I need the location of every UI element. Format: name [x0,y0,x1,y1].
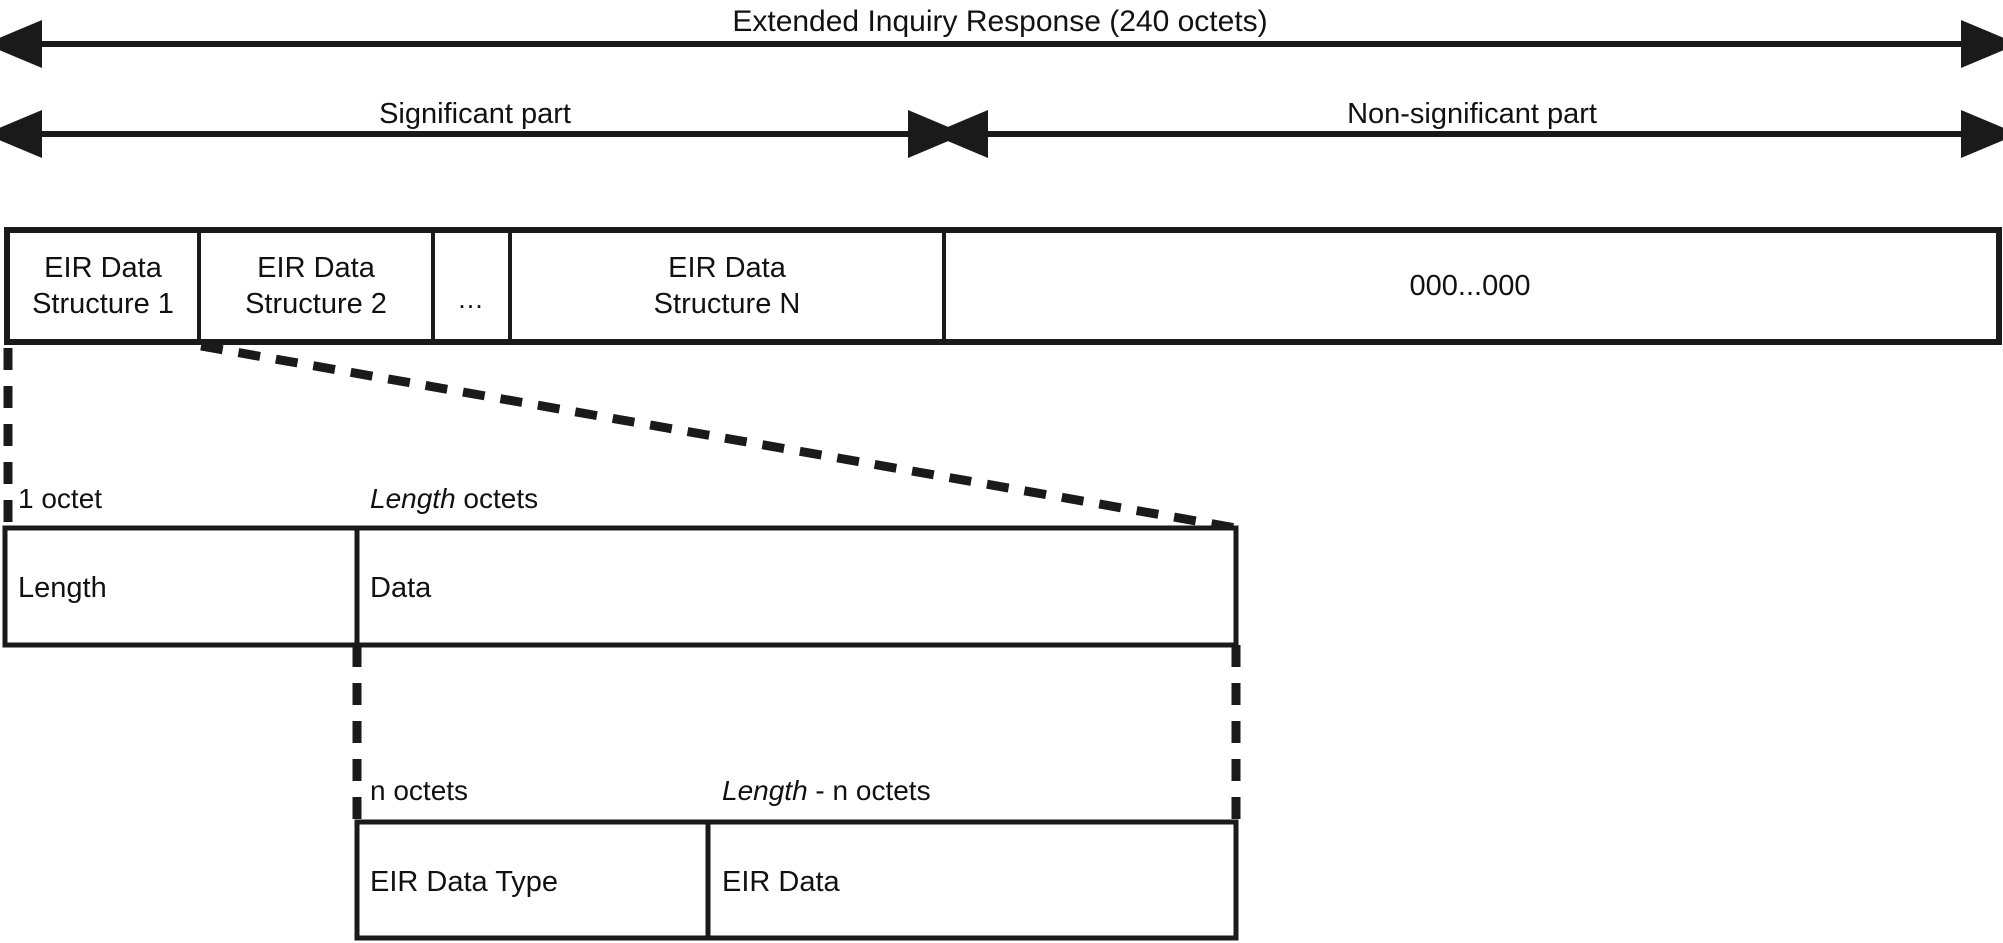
field-length: Length [18,572,107,604]
eir-row-box [4,227,2002,345]
span-label-non-significant-part: Non-significant part [1347,98,1597,130]
field-eir-data: EIR Data [722,866,840,898]
callout-dashed-lines-level2 [352,645,1241,822]
span-label-significant-part: Significant part [379,98,571,130]
measure-1-octet-text: 1 octet [18,483,103,514]
measure-length-octets-plain: octets [455,483,539,514]
eir-data-detail-box [354,819,1239,941]
measure-length-minus-n-octets: Length - n octets [722,775,931,807]
measure-n-octets-text: n octets [370,775,469,806]
eir-cell-n-line1: EIR Data [668,252,786,284]
measure-length-octets: Length octets [370,483,538,515]
measure-length-octets-italic: Length [370,483,456,514]
field-data: Data [370,572,432,604]
field-eir-data-type: EIR Data Type [370,866,559,898]
measure-1-octet: 1 octet [18,483,102,515]
eir-cell-ellipsis: ... [458,284,484,314]
eir-padding-cell: 000...000 [1409,270,1531,302]
eir-cell-1-line1: EIR Data [44,252,162,284]
eir-cell-1-line2: Structure 1 [32,288,174,320]
measure-length-minus-n-plain: - n octets [807,775,931,806]
eir-cell-2-line2: Structure 2 [245,288,387,320]
eir-cell-n-line2: Structure N [653,288,801,320]
eir-structure-detail-box [2,525,1239,648]
measure-n-octets: n octets [370,775,468,807]
diagram-title: Extended Inquiry Response (240 octets) [732,5,1268,38]
callout-dashed-lines-level1 [3,341,1237,533]
eir-cell-2-line1: EIR Data [257,252,375,284]
measure-length-minus-n-italic: Length [722,775,808,806]
